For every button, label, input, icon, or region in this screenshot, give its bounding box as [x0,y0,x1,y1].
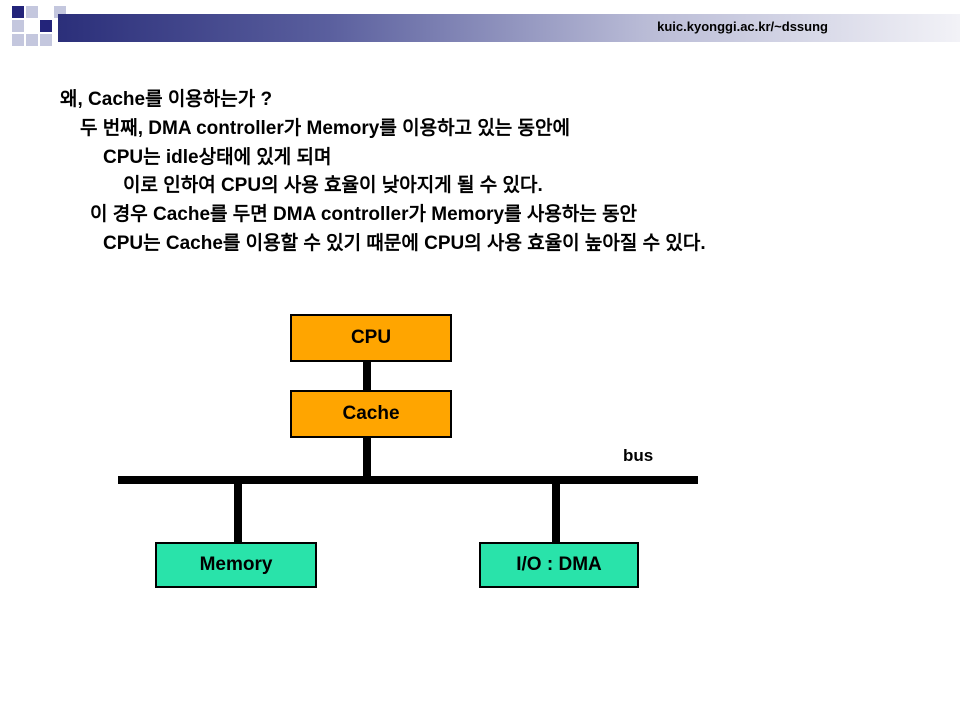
header-square-dark-1 [12,6,24,18]
system-bus-line [118,476,698,484]
text-line-3: CPU는 idle상태에 있게 되며 [103,147,332,168]
cache-box: Cache [290,390,452,438]
header-square-light-6 [26,34,38,46]
text-line-5: 이 경우 Cache를 두면 DMA controller가 Memory를 사… [90,204,638,225]
text-line-6: CPU는 Cache를 이용할 수 있기 때문에 CPU의 사용 효율이 높아질… [103,233,706,254]
header-square-dark-2 [40,20,52,32]
cache-bus-connector [363,438,371,478]
header-gradient-bar [58,14,960,42]
bus-label: bus [623,446,654,465]
cpu-cache-connector [363,362,371,392]
header-square-light-1 [26,6,38,18]
header-square-light-3 [12,34,24,46]
header-url: kuic.kyonggi.ac.kr/~dssung [657,19,828,34]
bus-io-connector [552,484,560,544]
text-line-1: 왜, Cache를 이용하는가 ? [60,89,273,110]
memory-box: Memory [155,542,317,588]
text-line-4: 이로 인하여 CPU의 사용 효율이 낮아지게 될 수 있다. [123,175,543,196]
bus-memory-connector [234,484,242,544]
io-dma-box: I/O : DMA [479,542,639,588]
header-square-light-4 [40,34,52,46]
cpu-box: CPU [290,314,452,362]
text-line-2: 두 번째, DMA controller가 Memory를 이용하고 있는 동안… [80,118,570,139]
header-square-light-2 [12,20,24,32]
